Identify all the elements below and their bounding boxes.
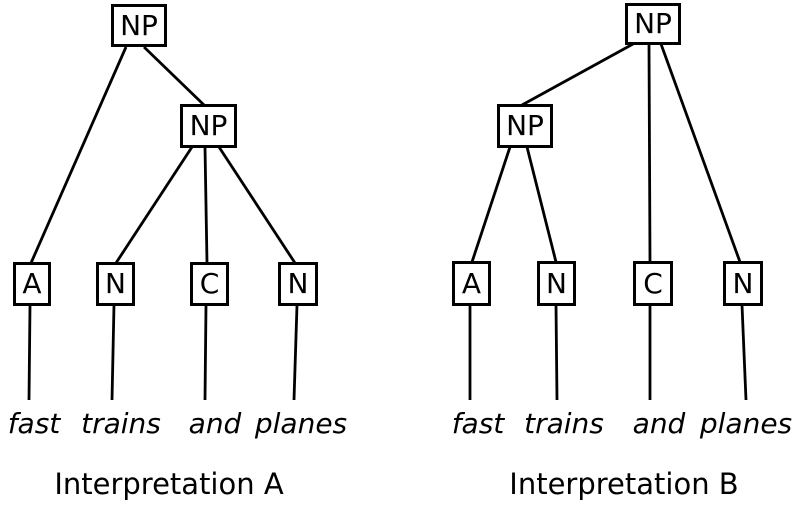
tree-b-edge-np-to-a <box>470 146 512 263</box>
tree-b-edge-root-to-c <box>647 43 652 263</box>
tree-a-edge-a-to-fast <box>27 304 32 401</box>
tree-b-edge-root-to-n2 <box>659 43 742 263</box>
tree-a-edge-n2-to-planes <box>292 304 299 401</box>
tree-b-edge-n2-to-planes <box>740 304 748 401</box>
tree-a-word-fast: fast <box>7 407 61 440</box>
tree-b-word-fast: fast <box>451 407 505 440</box>
tree-a-adjective-node: A <box>13 262 51 306</box>
tree-a-word-planes: planes <box>254 407 348 440</box>
tree-b-word-trains: trains <box>524 407 604 440</box>
tree-b-root-np-node: NP <box>625 3 681 45</box>
tree-a-edge-np-to-n1 <box>114 146 194 264</box>
tree-a-noun1-node: N <box>96 262 135 306</box>
tree-a-word-and: and <box>188 407 242 440</box>
tree-a-inner-np-node: NP <box>180 104 237 148</box>
tree-a-edge-root-to-a <box>29 46 128 264</box>
tree-b-edge-root-to-np <box>521 42 634 107</box>
tree-b-edge-np-to-n1 <box>525 146 558 263</box>
tree-b-edge-n1-to-trains <box>554 304 559 401</box>
tree-a-edge-n1-to-trains <box>110 304 116 401</box>
tree-a-edge-np-to-n2 <box>217 146 297 264</box>
tree-a-conjunction-node: C <box>190 262 229 306</box>
tree-b-caption: Interpretation B <box>509 467 739 501</box>
tree-a-root-np-node: NP <box>111 4 167 47</box>
tree-a-edge-c-to-and <box>203 304 208 401</box>
tree-a-edge-root-to-np <box>143 45 205 107</box>
tree-b-conjunction-node: C <box>633 261 673 306</box>
tree-b-noun2-node: N <box>723 261 763 306</box>
tree-a-edge-np-to-c <box>203 146 209 264</box>
tree-b-noun1-node: N <box>537 261 576 306</box>
tree-b-inner-np-node: NP <box>497 104 553 148</box>
tree-a-word-trains: trains <box>81 407 161 440</box>
tree-b-adjective-node: A <box>452 261 491 306</box>
tree-a-noun2-node: N <box>278 262 318 306</box>
tree-b-word-and: and <box>632 407 686 440</box>
tree-a-caption: Interpretation A <box>54 467 284 501</box>
tree-b-word-planes: planes <box>699 407 793 440</box>
